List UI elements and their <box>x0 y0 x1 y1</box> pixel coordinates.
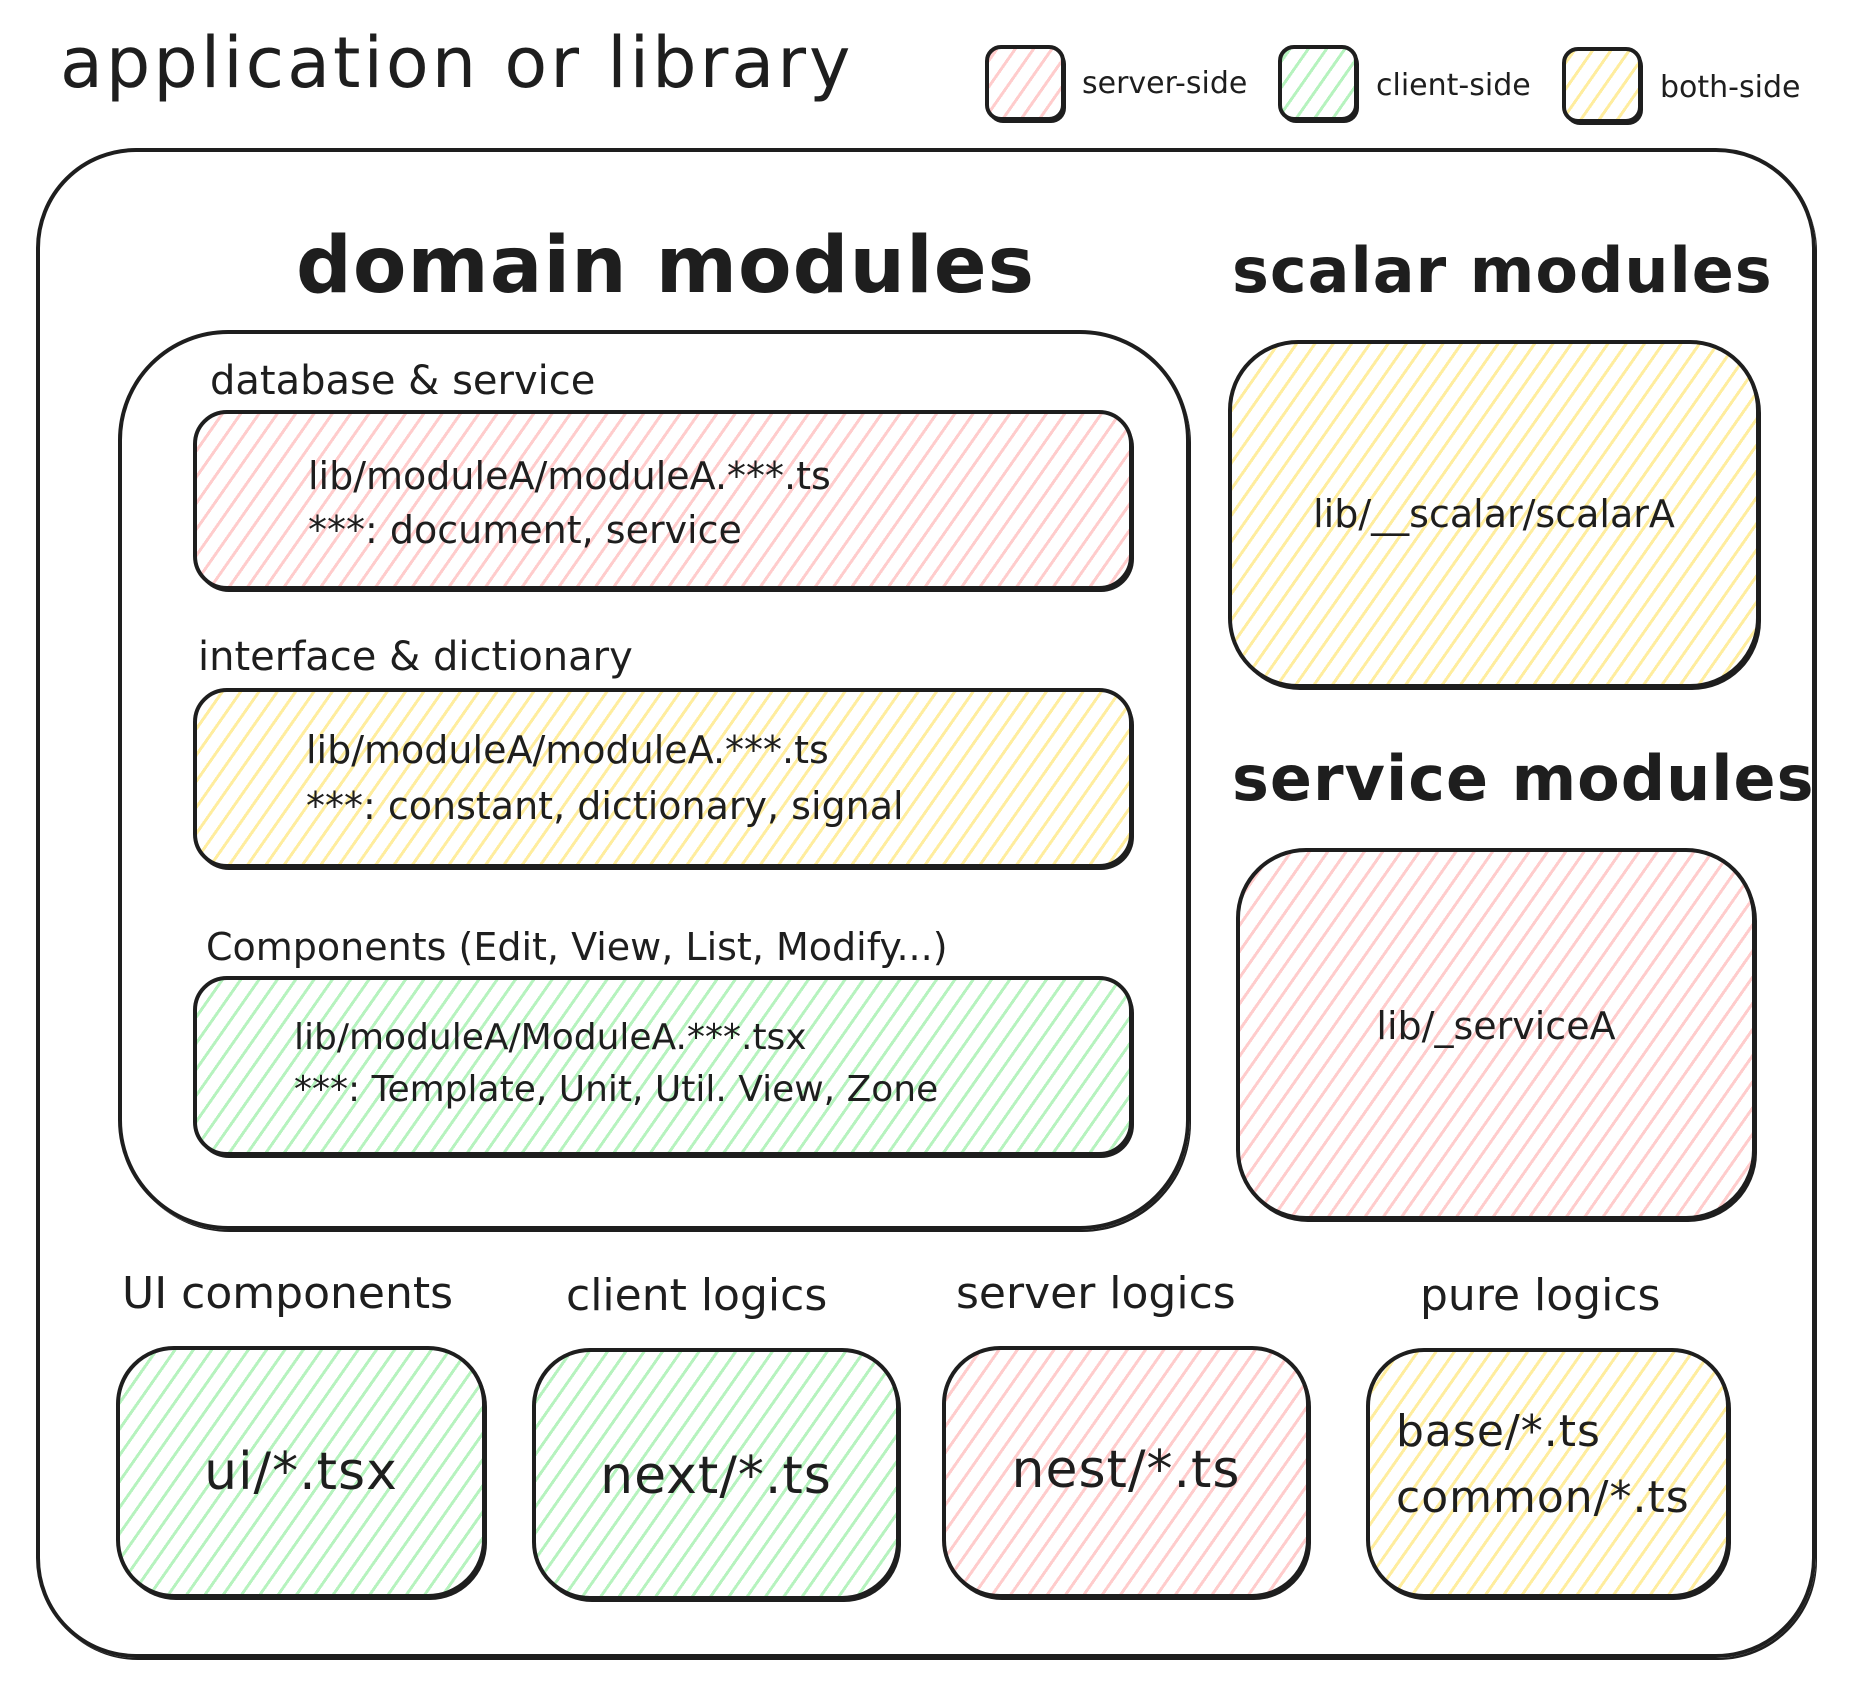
legend-label-client: client-side <box>1376 68 1531 103</box>
pure-logics-label: pure logics <box>1420 1270 1661 1321</box>
service-modules-box <box>1236 848 1756 1220</box>
server-logics-label: server logics <box>956 1268 1236 1319</box>
scalar-modules-path: lib/__scalar/scalarA <box>1313 492 1675 536</box>
page-title: application or library <box>60 22 854 104</box>
pure-logics-box <box>1366 1348 1730 1598</box>
service-modules-title: service modules <box>1232 742 1815 815</box>
section-label-components: Components (Edit, View, List, Modify...) <box>206 925 948 969</box>
database-service-types: ***: document, service <box>308 508 742 552</box>
server-logics-box <box>942 1346 1310 1598</box>
database-service-box <box>193 410 1133 590</box>
pure-logics-path-common: common/*.ts <box>1396 1472 1690 1523</box>
section-label-interface-dictionary: interface & dictionary <box>198 634 633 680</box>
scalar-modules-title: scalar modules <box>1232 234 1773 307</box>
components-path: lib/moduleA/ModuleA.***.tsx <box>294 1017 807 1058</box>
section-label-database-service: database & service <box>210 358 596 404</box>
application-container <box>36 148 1816 1658</box>
legend-label-both: both-side <box>1660 70 1801 105</box>
ui-components-label: UI components <box>122 1268 454 1319</box>
pure-logics-path-base: base/*.ts <box>1396 1406 1601 1457</box>
client-logics-box <box>532 1348 900 1600</box>
interface-dictionary-path: lib/moduleA/moduleA.***.ts <box>306 728 829 772</box>
client-logics-label: client logics <box>566 1270 828 1321</box>
ui-components-box <box>116 1346 486 1598</box>
legend-swatch-client <box>1278 45 1358 121</box>
service-modules-path: lib/_serviceA <box>1376 1004 1616 1048</box>
server-logics-path: nest/*.ts <box>1011 1440 1241 1500</box>
legend-swatch-server <box>985 45 1065 121</box>
client-logics-path: next/*.ts <box>600 1446 832 1506</box>
ui-components-path: ui/*.tsx <box>204 1442 398 1502</box>
interface-dictionary-box <box>193 688 1133 868</box>
legend-swatch-both <box>1562 47 1642 123</box>
database-service-path: lib/moduleA/moduleA.***.ts <box>308 454 831 498</box>
domain-modules-container <box>118 330 1190 1230</box>
components-types: ***: Template, Unit, Util. View, Zone <box>294 1069 939 1110</box>
components-box <box>193 976 1133 1156</box>
scalar-modules-box <box>1228 340 1760 688</box>
domain-modules-title: domain modules <box>296 221 1036 311</box>
legend-label-server: server-side <box>1082 66 1248 101</box>
interface-dictionary-types: ***: constant, dictionary, signal <box>306 784 904 828</box>
